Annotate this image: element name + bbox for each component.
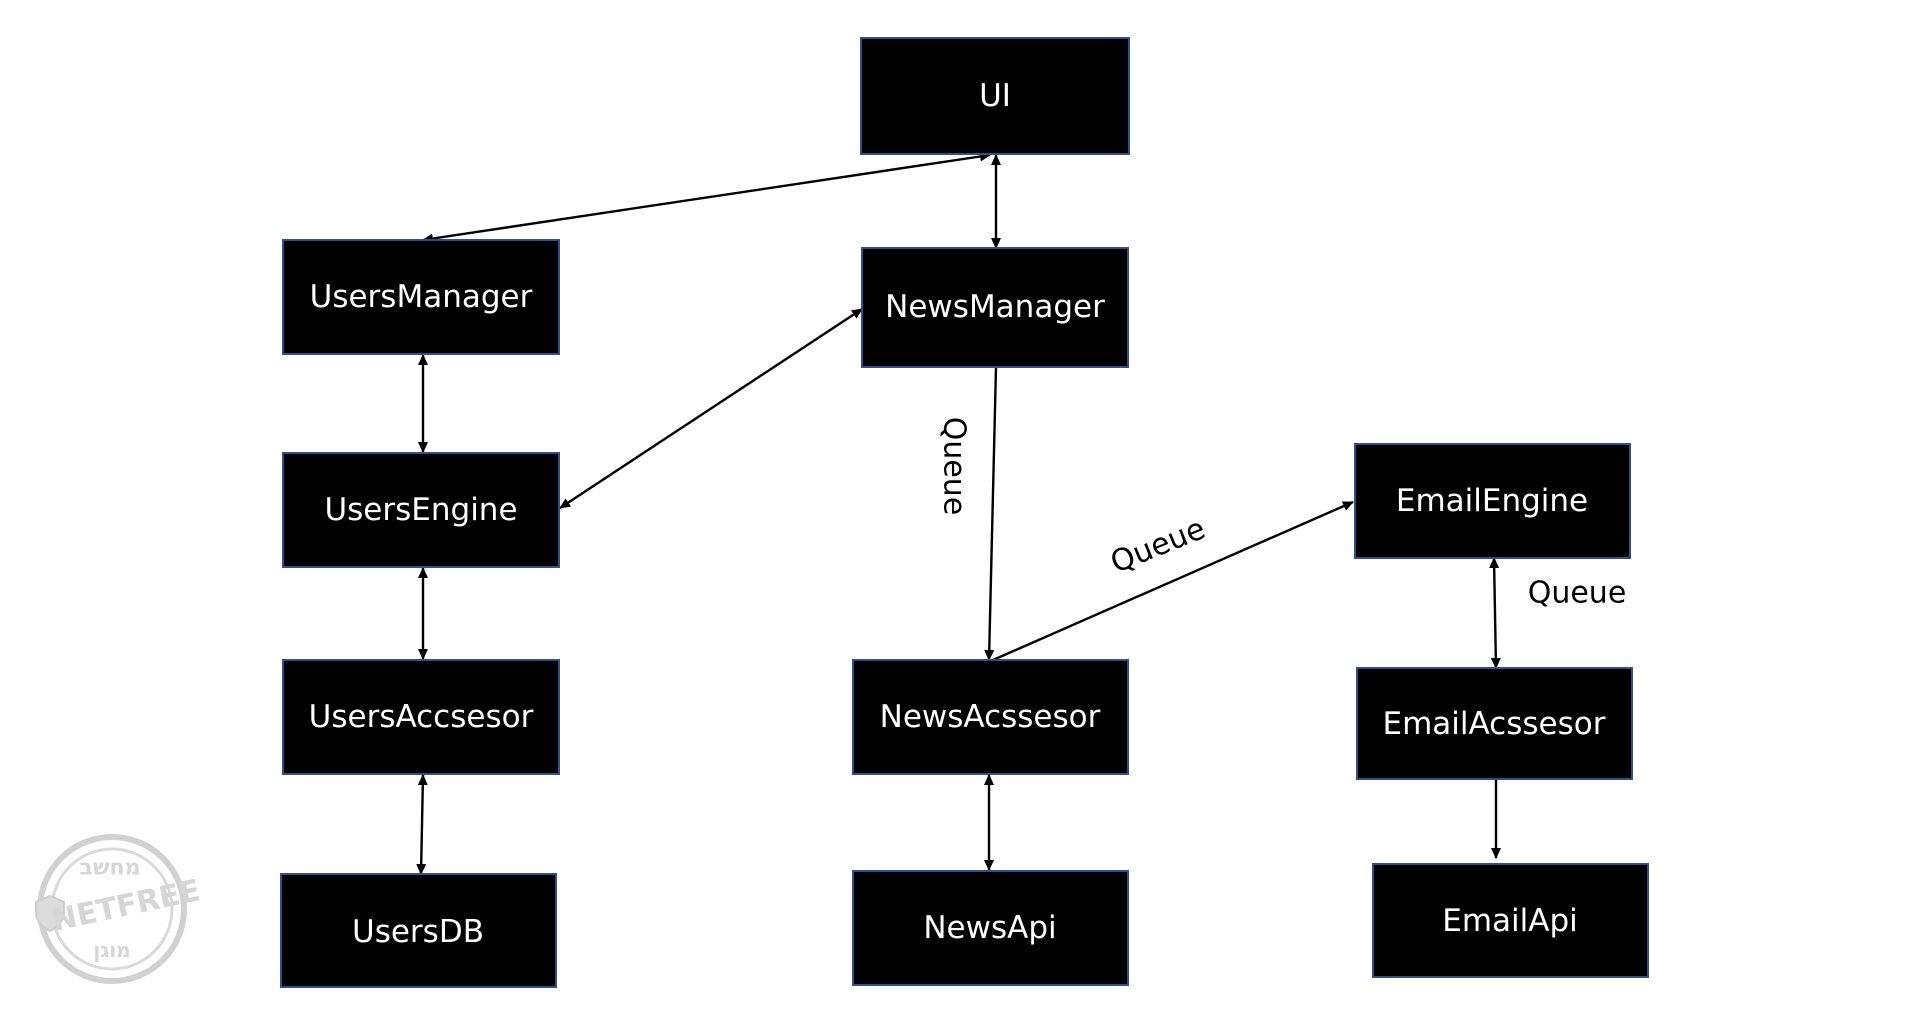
node-email-accessor: EmailAcssesor [1356, 667, 1633, 780]
node-news-api: NewsApi [852, 870, 1129, 986]
node-ui-label: UI [979, 78, 1011, 114]
edge-label-news-manager-queue: Queue [937, 417, 972, 516]
node-users-db: UsersDB [280, 873, 557, 988]
edge-label-email-engine-queue: Queue [1528, 576, 1627, 611]
node-news-accessor-label: NewsAcssesor [880, 699, 1101, 735]
node-ui: UI [860, 37, 1130, 155]
node-email-api: EmailApi [1372, 863, 1649, 978]
node-users-accessor-label: UsersAccsesor [309, 699, 534, 735]
watermark-bottom-text: מוגן [93, 938, 130, 962]
node-news-manager-label: NewsManager [885, 289, 1105, 325]
edge-news-manager-news-accessor [984, 366, 998, 661]
edge-ui-users-manager [422, 151, 991, 244]
watermark-top-text: מחשב [79, 856, 140, 881]
node-email-api-label: EmailApi [1442, 903, 1578, 939]
node-email-accessor-label: EmailAcssesor [1383, 706, 1606, 742]
node-users-engine-label: UsersEngine [324, 492, 517, 528]
node-news-api-label: NewsApi [923, 910, 1056, 946]
node-users-engine: UsersEngine [282, 452, 560, 568]
node-users-db-label: UsersDB [352, 914, 484, 950]
node-email-engine-label: EmailEngine [1396, 483, 1588, 519]
edge-email-engine-email-accessor [1489, 557, 1501, 669]
node-users-manager: UsersManager [282, 239, 560, 355]
netfree-watermark: מחשב NETFREE מוגן [35, 834, 203, 984]
node-users-accessor: UsersAccsesor [282, 659, 560, 775]
node-users-manager-label: UsersManager [310, 279, 533, 315]
edge-users-accessor-users-db [416, 774, 428, 875]
node-news-manager: NewsManager [861, 247, 1129, 368]
node-email-engine: EmailEngine [1354, 443, 1631, 559]
shield-icon [35, 894, 65, 933]
edge-news-accessor-email-engine [992, 500, 1354, 662]
node-news-accessor: NewsAcssesor [852, 659, 1129, 775]
edge-users-engine-news-manager [559, 307, 863, 510]
